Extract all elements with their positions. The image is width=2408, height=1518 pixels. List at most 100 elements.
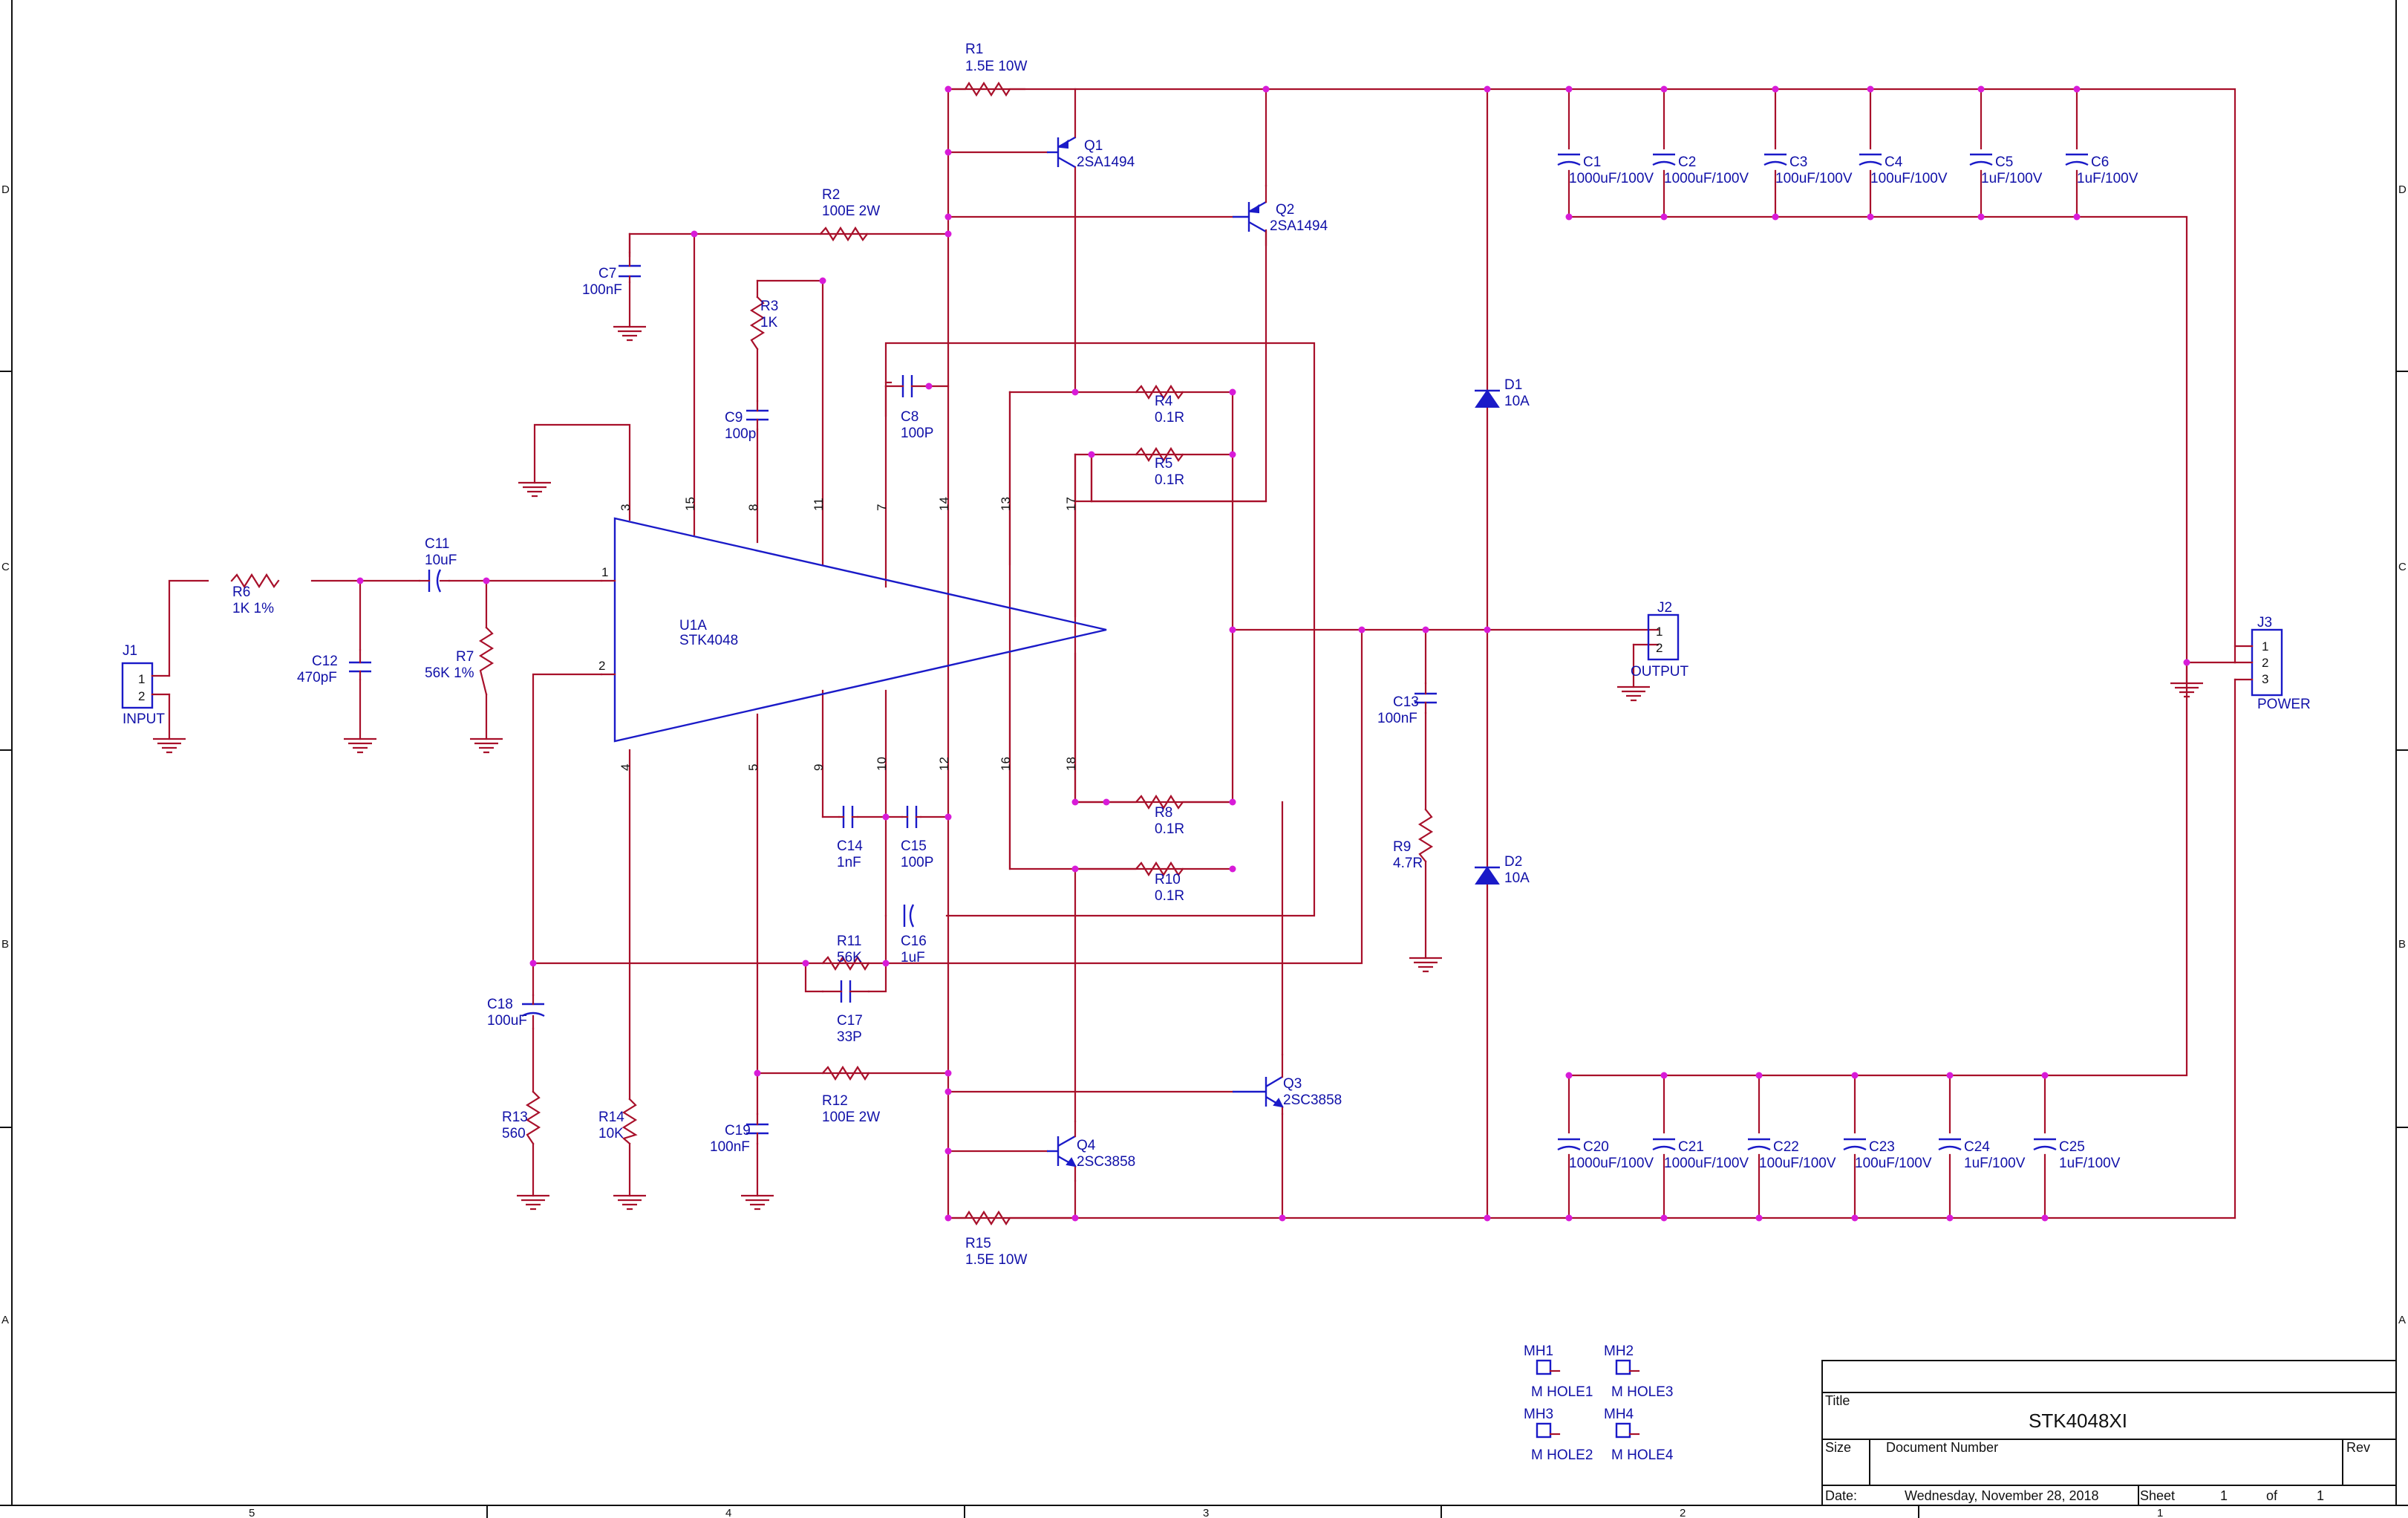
c18-value: 100uF bbox=[487, 1013, 527, 1029]
q2-ref: Q2 bbox=[1276, 202, 1294, 218]
r15-value: 1.5E 10W bbox=[965, 1252, 1027, 1268]
resistors: R1 1.5E 10W R2 100E 2W R3 1K R4 0.1R R5 … bbox=[230, 42, 1434, 1268]
c19-value: 100nF bbox=[710, 1139, 750, 1155]
zone-left-c: C bbox=[1, 561, 10, 573]
r9-ref: R9 bbox=[1393, 839, 1411, 855]
r14-ref: R14 bbox=[598, 1110, 624, 1125]
j1-value: INPUT bbox=[123, 711, 165, 727]
mh1-ref: MH1 bbox=[1524, 1343, 1553, 1359]
mh3-ref: MH3 bbox=[1524, 1407, 1553, 1422]
docnum-label: Document Number bbox=[1886, 1440, 1998, 1455]
r7-ref: R7 bbox=[456, 649, 474, 665]
zone-bottom-1: 1 bbox=[2157, 1507, 2163, 1518]
j2-pin2: 2 bbox=[1656, 641, 1663, 655]
ground-symbols bbox=[153, 325, 2203, 1211]
ic-pin-8: 8 bbox=[746, 504, 760, 511]
c16-value: 1uF bbox=[901, 950, 925, 965]
connectors: 1 2 J1 INPUT 1 2 J2 OUTPUT 1 2 3 J3 POWE… bbox=[121, 600, 2311, 727]
c3-value: 100uF/100V bbox=[1775, 171, 1853, 186]
j3-value: POWER bbox=[2257, 697, 2311, 712]
ic-pin-7: 7 bbox=[875, 504, 889, 511]
sheet-total: 1 bbox=[2317, 1488, 2324, 1503]
j1-ref: J1 bbox=[123, 643, 137, 659]
zone-right-d: D bbox=[2398, 183, 2407, 196]
r10-ref: R10 bbox=[1155, 872, 1181, 887]
r7-value: 56K 1% bbox=[425, 665, 474, 681]
c11-value: 10uF bbox=[425, 553, 457, 568]
sheet-label: Sheet bbox=[2140, 1488, 2175, 1503]
r15-ref: R15 bbox=[965, 1236, 991, 1251]
ic-pin-numbers: 1 2 3 4 5 7 8 9 10 11 12 13 14 15 16 17 … bbox=[598, 497, 1078, 771]
transistor-q1 bbox=[1047, 136, 1076, 169]
c3-ref: C3 bbox=[1789, 154, 1807, 170]
c5-value: 1uF/100V bbox=[1981, 171, 2043, 186]
c4-value: 100uF/100V bbox=[1870, 171, 1948, 186]
c13-value: 100nF bbox=[1377, 711, 1417, 726]
r3-ref: R3 bbox=[760, 299, 778, 314]
j2-pin1: 1 bbox=[1656, 625, 1663, 639]
ic-value: STK4048 bbox=[679, 633, 738, 648]
ic-pin-5: 5 bbox=[746, 764, 760, 771]
ic-pin-17: 17 bbox=[1064, 497, 1078, 511]
ic-pin-14: 14 bbox=[937, 497, 951, 511]
ic-pin-12: 12 bbox=[937, 757, 951, 771]
c16-ref: C16 bbox=[901, 934, 927, 949]
d1-value: 10A bbox=[1504, 394, 1530, 409]
c15-ref: C15 bbox=[901, 838, 927, 854]
r4-value: 0.1R bbox=[1155, 410, 1184, 426]
rev-label: Rev bbox=[2346, 1440, 2370, 1455]
diode-d2 bbox=[1475, 866, 1500, 885]
j3-pin3: 3 bbox=[2262, 672, 2268, 686]
r13-value: 560 bbox=[502, 1126, 526, 1141]
cap-bank-top bbox=[1557, 153, 2089, 166]
ic-pin-3: 3 bbox=[619, 504, 633, 511]
r2-ref: R2 bbox=[822, 187, 840, 203]
zone-bottom-2: 2 bbox=[1680, 1507, 1686, 1518]
q4-ref: Q4 bbox=[1077, 1138, 1096, 1153]
r6-ref: R6 bbox=[232, 584, 250, 600]
c14-value: 1nF bbox=[837, 855, 861, 870]
r14-value: 10K bbox=[598, 1126, 624, 1141]
c5-ref: C5 bbox=[1995, 154, 2013, 170]
capacitors: C1 1000uF/100V C2 1000uF/100V C3 100uF/1… bbox=[297, 153, 2138, 1171]
c8-value: 100P bbox=[901, 426, 933, 441]
r5-ref: R5 bbox=[1155, 456, 1172, 472]
ic-pin-10: 10 bbox=[875, 757, 889, 771]
r8-ref: R8 bbox=[1155, 805, 1172, 821]
c12-value: 470pF bbox=[297, 670, 337, 685]
c7-value: 100nF bbox=[582, 282, 622, 298]
c20-value: 1000uF/100V bbox=[1569, 1156, 1654, 1171]
r11-ref: R11 bbox=[837, 934, 861, 949]
diode-d1 bbox=[1475, 389, 1500, 408]
c2-ref: C2 bbox=[1678, 154, 1696, 170]
r1-value: 1.5E 10W bbox=[965, 59, 1027, 74]
title-block: Title STK4048XI Size Document Number Rev… bbox=[1821, 1360, 2397, 1506]
mounting-holes: MH1 M HOLE1 MH2 M HOLE3 MH3 M HOLE2 MH4 … bbox=[1524, 1343, 1674, 1463]
c21-ref: C21 bbox=[1678, 1139, 1704, 1155]
c21-value: 1000uF/100V bbox=[1664, 1156, 1749, 1171]
c9-value: 100p bbox=[725, 426, 756, 442]
wires bbox=[168, 88, 2236, 1219]
c14-ref: C14 bbox=[837, 838, 863, 854]
r8-value: 0.1R bbox=[1155, 821, 1184, 837]
ic-pin-4: 4 bbox=[619, 764, 633, 771]
mh2-value: M HOLE3 bbox=[1611, 1384, 1673, 1400]
diodes: D1 10A D2 10A bbox=[1475, 377, 1530, 886]
d2-ref: D2 bbox=[1504, 854, 1522, 870]
c17-value: 33P bbox=[837, 1029, 862, 1045]
date-value: Wednesday, November 28, 2018 bbox=[1905, 1488, 2099, 1503]
ic-pin-13: 13 bbox=[999, 497, 1013, 511]
mh4-ref: MH4 bbox=[1604, 1407, 1634, 1422]
zone-bottom-5: 5 bbox=[249, 1507, 255, 1518]
sheet-of-label: of bbox=[2266, 1488, 2278, 1503]
connector-j2 bbox=[1647, 613, 1680, 661]
sheet-number: 1 bbox=[2220, 1488, 2228, 1503]
c11-ref: C11 bbox=[425, 536, 449, 552]
c18-ref: C18 bbox=[487, 997, 513, 1012]
date-label: Date: bbox=[1825, 1488, 1857, 1503]
zone-left-a: A bbox=[1, 1314, 9, 1326]
transistor-q3 bbox=[1233, 1053, 1284, 1115]
c24-value: 1uF/100V bbox=[1964, 1156, 2026, 1171]
ic-u1a: U1A STK4048 bbox=[600, 517, 1107, 743]
